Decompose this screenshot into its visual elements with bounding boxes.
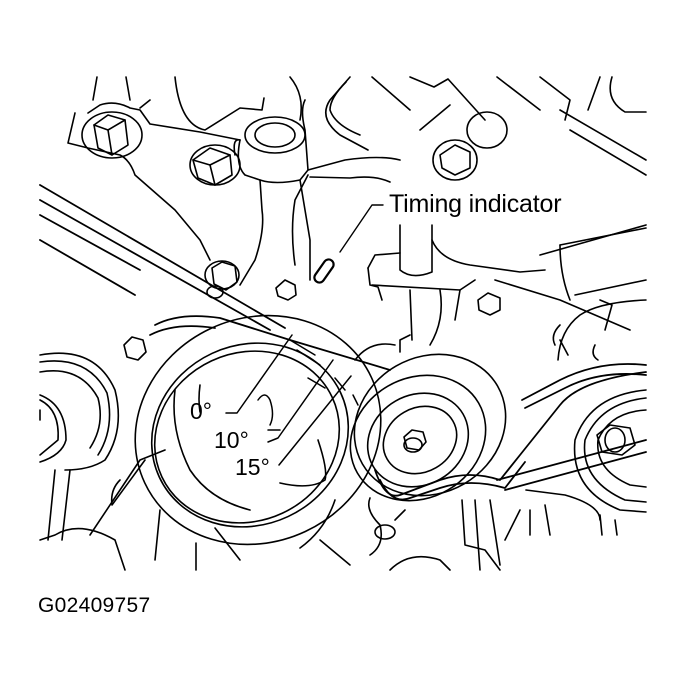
timing-indicator-callout-label: Timing indicator <box>389 190 562 218</box>
bolt-lower-bracket <box>205 261 239 298</box>
timing-mark-0-degrees: 0° <box>190 398 212 424</box>
small-bolt-center <box>276 280 296 300</box>
idler-pulley <box>327 327 531 525</box>
figure-id-label: G02409757 <box>38 594 151 617</box>
timing-scale-lines <box>226 335 358 465</box>
left-pulley-partial <box>40 353 165 570</box>
bolt-upper-middle <box>190 145 240 185</box>
timing-mark-10-degrees: 10° <box>214 427 249 453</box>
drive-belt <box>40 185 646 500</box>
bolt-left-belt <box>124 337 146 360</box>
bolt-upper-left <box>82 112 142 158</box>
timing-mark-15-degrees: 15° <box>235 454 270 480</box>
upper-engine-outline <box>93 77 646 175</box>
crankshaft-pulley <box>97 276 418 585</box>
lower-engine-outline <box>369 490 617 570</box>
right-pulley-partial <box>553 300 646 512</box>
right-upper-components <box>368 112 646 345</box>
timing-indicator-pointer <box>312 205 383 285</box>
